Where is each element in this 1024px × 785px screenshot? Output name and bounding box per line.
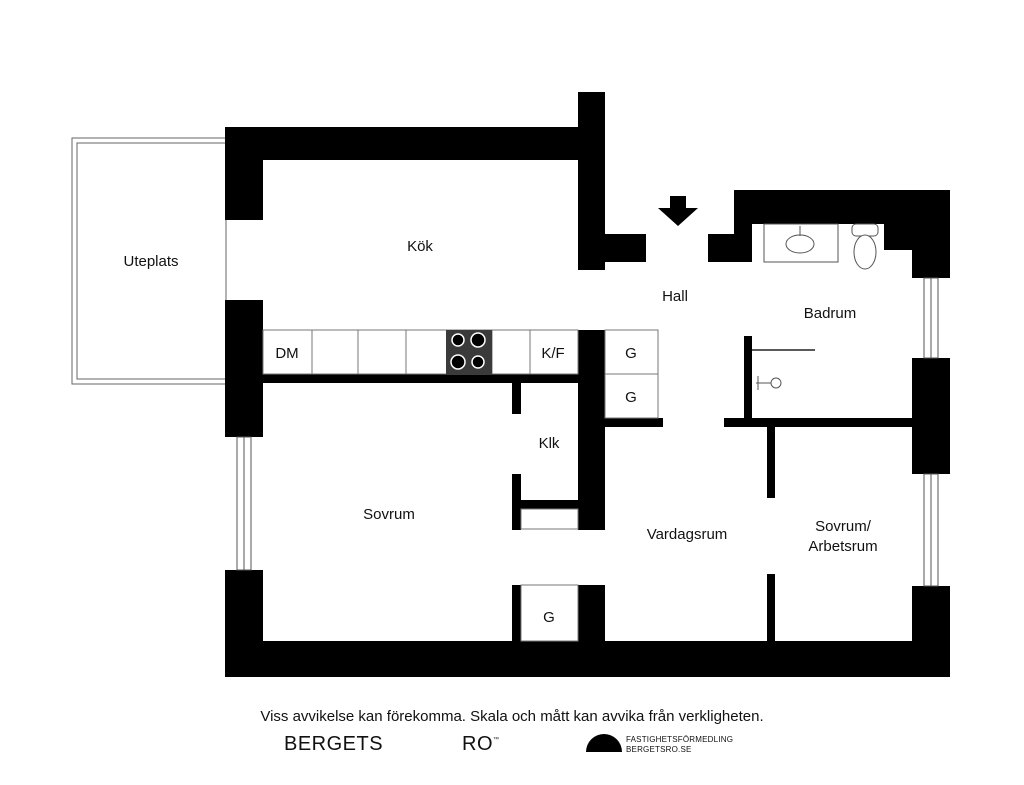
walls [225,92,950,677]
entrance-arrow-icon [658,196,698,226]
floor-plan: Uteplats Kök Hall Badrum Klk Sovrum Vard… [71,92,950,677]
room-label-hall: Hall [662,288,688,305]
room-label-vardagsrum: Vardagsrum [647,526,728,543]
stove-icon [446,330,492,374]
toilet-icon [851,223,879,270]
room-label-badrum: Badrum [804,305,857,322]
room-label-uteplats: Uteplats [123,253,178,270]
fixture-label-kf: K/F [541,345,564,362]
brand-name-right-text: RO [462,733,493,755]
kitchen-door-gap [225,300,263,306]
fixture-label-g1: G [625,345,637,362]
terrace-outline [71,137,227,385]
disclaimer-text: Viss avvikelse kan förekomma. Skala och … [260,708,764,725]
firm-website: BERGETSRO.SE [626,745,692,754]
closet-shelves [520,508,579,642]
hall-wardrobes [604,329,659,419]
room-label-klk: Klk [539,435,560,452]
brand-name-left: BERGETS [284,733,384,755]
room-label-sovrum-arbetsrum-2: Arbetsrum [808,538,877,555]
shower-icon [752,349,815,390]
room-label-kok: Kök [407,238,433,255]
firm-tagline: FASTIGHETSFÖRMEDLING [626,735,734,744]
sink-icon [763,223,839,263]
fixture-label-g2: G [625,389,637,406]
fixture-label-dm: DM [275,345,298,362]
trademark-mark: ™ [493,737,500,743]
fixture-label-g3: G [543,609,555,626]
logo-half-circle-icon [586,734,622,752]
brand-name-right: RO™ [462,733,500,756]
room-label-sovrum-arbetsrum-1: Sovrum/ [815,518,872,535]
windows [236,277,939,587]
kitchen-counter [262,329,579,375]
room-label-sovrum: Sovrum [363,506,415,523]
